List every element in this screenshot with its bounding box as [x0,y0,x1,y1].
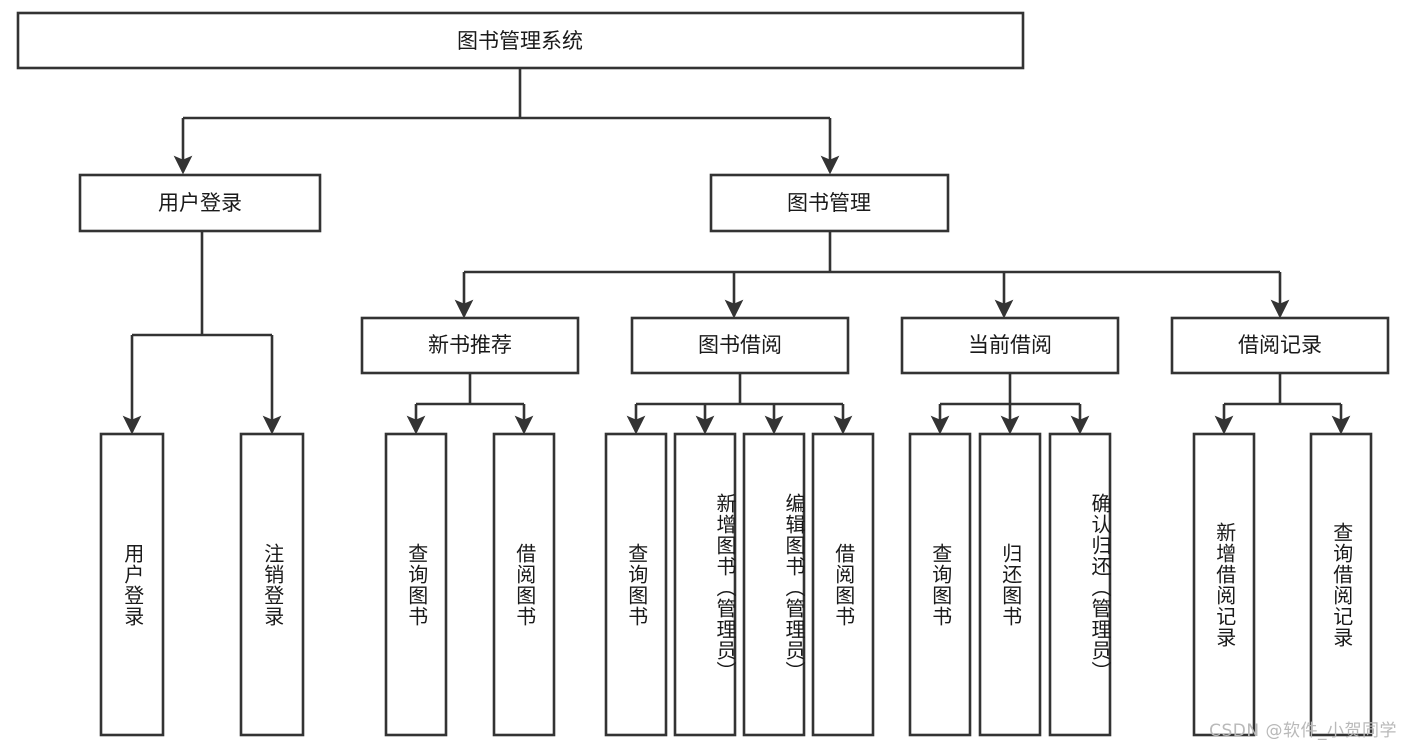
leaf-box-book-borrow-3[interactable] [742,432,806,737]
node-borrow-record[interactable]: 借阅记录 [1170,316,1390,375]
node-current-borrow[interactable]: 当前借阅 [900,316,1120,375]
node-book-manage-box[interactable] [709,173,950,233]
leaf-box-current-borrow-1[interactable] [908,432,972,737]
watermark-text: CSDN @软件_小贺同学 [1209,721,1397,741]
leaf-box-book-borrow-2[interactable] [673,432,737,737]
connector-group-new-book-recommend [406,373,534,435]
leaf-box-new-book-1[interactable] [384,432,448,737]
node-new-book-recommend-label: 新书推荐 [428,333,512,357]
node-book-borrow[interactable]: 图书借阅 [630,316,850,375]
connector-group-user-login [122,231,282,435]
node-user-login-box[interactable] [78,173,322,233]
node-book-manage[interactable]: 图书管理 [709,173,950,233]
node-borrow-record-box[interactable] [1170,316,1390,375]
leaf-box-borrow-record-1[interactable] [1192,432,1256,737]
node-new-book-recommend-box[interactable] [360,316,580,375]
node-book-manage-label: 图书管理 [787,191,871,215]
connector-group-root [173,68,840,175]
leaf-box-user-login-1[interactable] [99,432,165,737]
connector-group-borrow-record [1214,373,1351,435]
connector-group-current-borrow [930,373,1090,435]
node-book-borrow-box[interactable] [630,316,850,375]
leaf-box-new-book-2[interactable] [492,432,556,737]
node-user-login[interactable]: 用户登录 [78,173,322,233]
leaf-box-borrow-record-2[interactable] [1309,432,1373,737]
node-current-borrow-label: 当前借阅 [968,333,1052,357]
leaf-box-current-borrow-2[interactable] [978,432,1042,737]
leaf-box-book-borrow-4[interactable] [811,432,875,737]
node-root-label: 图书管理系统 [457,29,583,53]
leaf-box-book-borrow-1[interactable] [604,432,668,737]
leaf-box-current-borrow-3[interactable] [1048,432,1112,737]
node-new-book-recommend[interactable]: 新书推荐 [360,316,580,375]
node-root[interactable]: 图书管理系统 [16,11,1025,70]
node-user-login-label: 用户登录 [158,191,242,215]
leaf-box-user-login-2[interactable] [239,432,305,737]
node-root-box[interactable] [16,11,1025,70]
node-borrow-record-label: 借阅记录 [1238,333,1322,357]
node-current-borrow-box[interactable] [900,316,1120,375]
connector-group-book-borrow [626,373,853,435]
node-book-borrow-label: 图书借阅 [698,333,782,357]
connector-group-book-manage [454,231,1290,319]
